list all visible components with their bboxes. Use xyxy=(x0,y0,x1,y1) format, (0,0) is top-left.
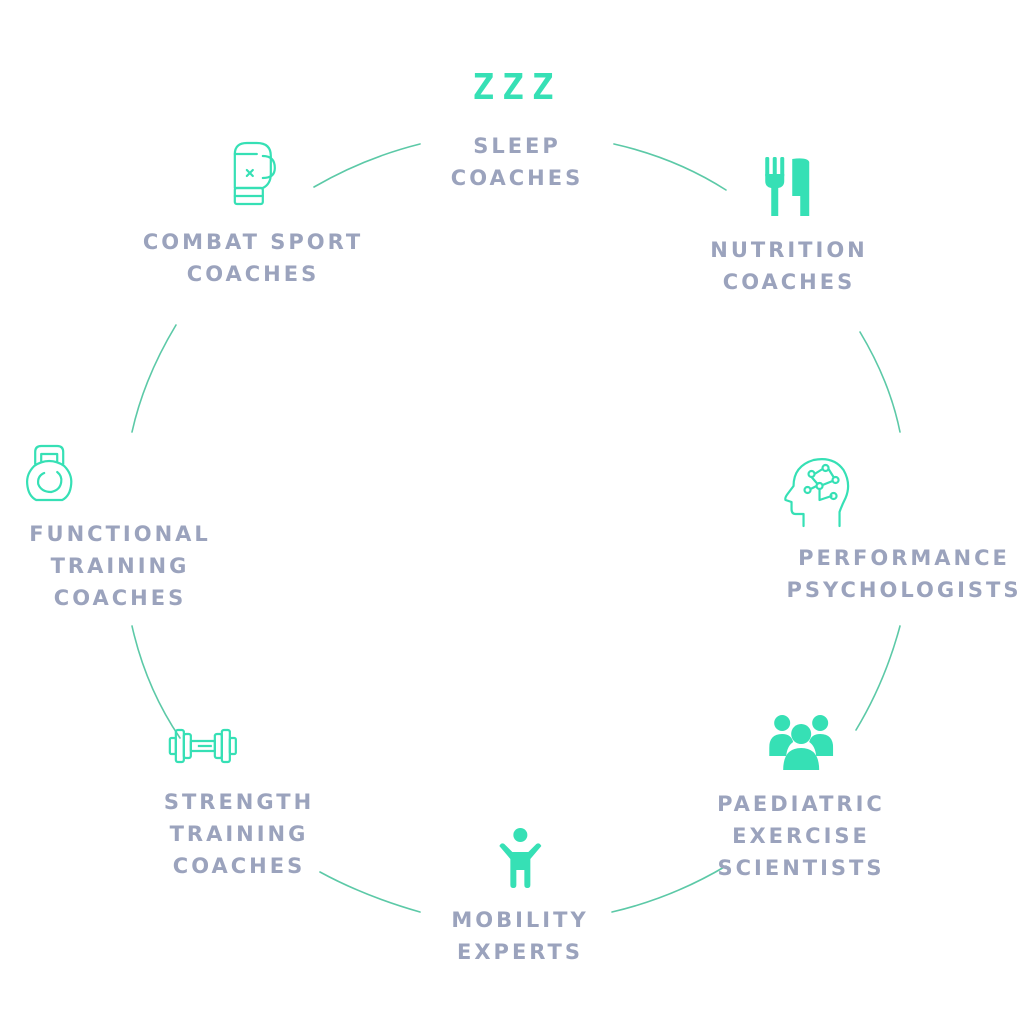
label-line: TRAINING xyxy=(50,554,190,578)
node-label: PERFORMANCE PSYCHOLOGISTS xyxy=(787,542,1022,606)
brain-head-icon xyxy=(784,458,850,528)
label-line: EXPERTS xyxy=(457,940,583,964)
node-label: MOBILITY EXPERTS xyxy=(451,904,588,968)
label-line: PERFORMANCE xyxy=(798,546,1010,570)
ring-arc-mobility-strength xyxy=(319,871,421,913)
label-line: PAEDIATRIC xyxy=(717,792,885,816)
node-nutrition-coaches: NUTRITION COACHES xyxy=(710,154,868,298)
label-line: EXERCISE xyxy=(732,824,870,848)
label-line: COACHES xyxy=(450,166,584,190)
boxing-glove-icon xyxy=(233,141,277,206)
label-line: FUNCTIONAL xyxy=(29,522,211,546)
label-line: TRAINING xyxy=(169,822,309,846)
ring-arc-sleep-nutrition xyxy=(613,143,727,191)
node-label: PAEDIATRIC EXERCISE SCIENTISTS xyxy=(717,788,885,884)
label-line: COMBAT SPORT xyxy=(142,230,364,254)
node-performance-psychologists: PERFORMANCE PSYCHOLOGISTS xyxy=(784,454,1022,606)
label-line: MOBILITY xyxy=(451,908,589,932)
fork-knife-icon xyxy=(764,157,809,216)
ring-arc-paediatric-mobility xyxy=(611,865,727,913)
dumbbell-icon xyxy=(168,728,237,764)
label-line: COACHES xyxy=(186,262,320,286)
ring-arc-nutrition-performance xyxy=(859,331,901,433)
ring-arc-performance-paediatric xyxy=(855,625,901,731)
node-functional-training-coaches: FUNCTIONAL TRAINING COACHES xyxy=(25,444,211,614)
label-line: COACHES xyxy=(172,854,306,878)
label-line: PSYCHOLOGISTS xyxy=(786,578,1022,602)
ring-arc-strength-functional xyxy=(131,625,181,739)
label-line: COACHES xyxy=(722,270,856,294)
node-mobility-experts: MOBILITY EXPERTS xyxy=(451,826,588,968)
label-line: STRENGTH xyxy=(163,790,315,814)
label-line: COACHES xyxy=(53,586,187,610)
label-line: SLEEP xyxy=(473,134,561,158)
ring-arc-combat-sleep xyxy=(313,143,421,188)
node-paediatric-exercise-scientists: PAEDIATRIC EXERCISE SCIENTISTS xyxy=(717,712,885,884)
group-people-icon xyxy=(769,715,833,770)
label-line: NUTRITION xyxy=(710,238,868,262)
label-line: SCIENTISTS xyxy=(717,856,885,880)
node-sleep-coaches: ZZZ SLEEP COACHES xyxy=(451,68,583,194)
node-combat-sport-coaches: COMBAT SPORT COACHES xyxy=(143,140,363,290)
node-label: COMBAT SPORT COACHES xyxy=(143,226,363,290)
node-strength-training-coaches: STRENGTH TRAINING COACHES xyxy=(164,724,314,882)
node-label: FUNCTIONAL TRAINING COACHES xyxy=(29,518,211,614)
node-label: NUTRITION COACHES xyxy=(710,234,868,298)
node-label: SLEEP COACHES xyxy=(451,130,583,194)
kettlebell-icon xyxy=(25,444,73,502)
zzz-icon: ZZZ xyxy=(472,67,562,108)
node-label: STRENGTH TRAINING COACHES xyxy=(164,786,314,882)
child-figure-icon xyxy=(498,828,541,888)
ring-arc-functional-combat xyxy=(131,324,177,433)
